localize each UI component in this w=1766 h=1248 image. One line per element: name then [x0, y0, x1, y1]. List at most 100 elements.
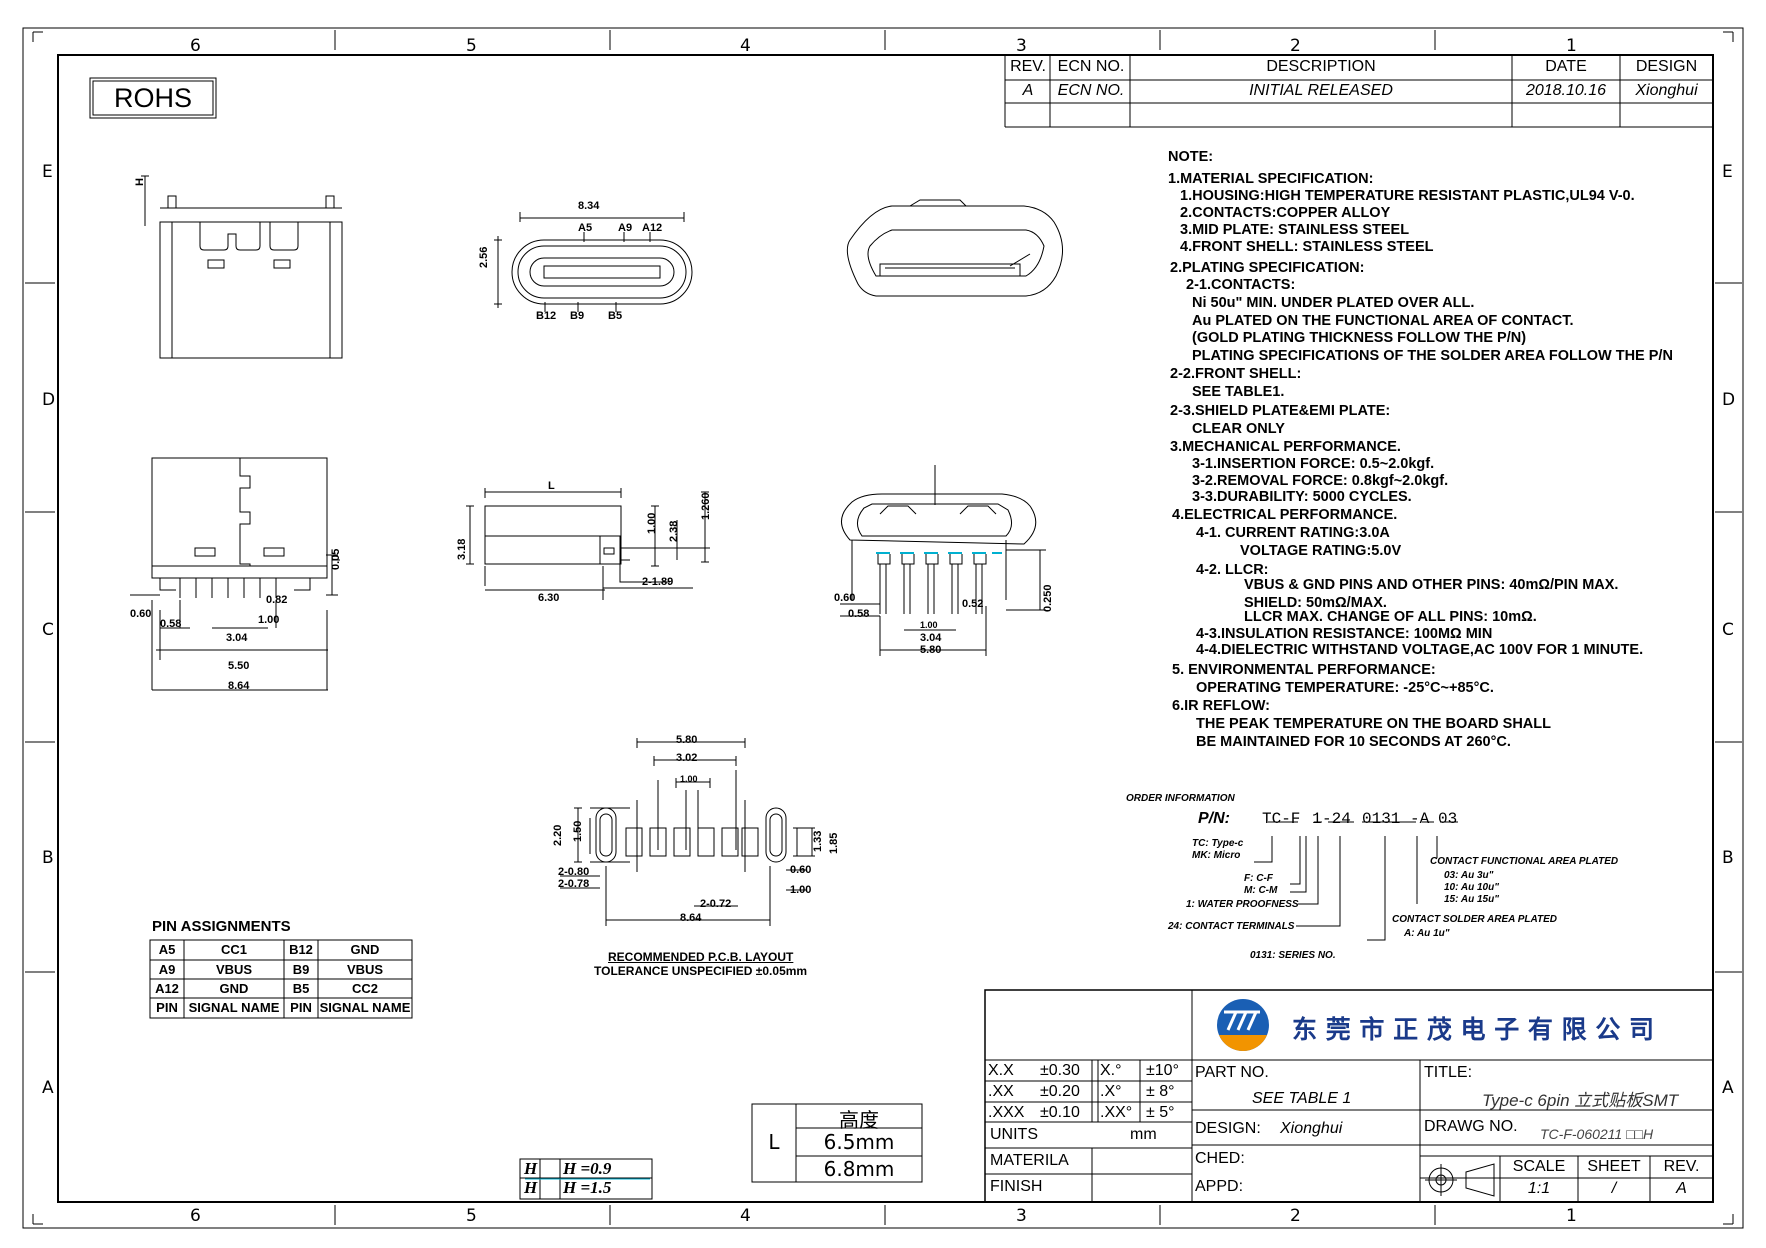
zone-label: D	[42, 390, 56, 410]
note-line: CLEAR ONLY	[1192, 421, 1285, 437]
front-elevation-view	[130, 457, 340, 691]
note-line: VOLTAGE RATING:5.0V	[1240, 543, 1402, 559]
note-line: 2-1.CONTACTS:	[1186, 277, 1296, 293]
height-table-label: L	[768, 1130, 780, 1154]
h-table-lines	[519, 1158, 653, 1200]
h-table-symbol: H	[524, 1159, 538, 1178]
pin-cell: PIN	[290, 1000, 312, 1015]
dim-label: 1.00	[680, 774, 698, 784]
dim-label: 2.20	[552, 824, 564, 846]
dim-label: 6.30	[538, 592, 560, 604]
dim-label: 3.04	[226, 632, 248, 644]
dim-label: 0.58	[160, 618, 182, 630]
pcb-caption: TOLERANCE UNSPECIFIED ±0.05mm	[594, 964, 808, 978]
rev-value: A	[1022, 82, 1034, 99]
rear-isometric-view	[840, 465, 1046, 656]
note-line: 2-3.SHIELD PLATE&EMI PLATE:	[1170, 403, 1391, 419]
height-table-lines	[751, 1103, 923, 1183]
design-label: DESIGN:	[1195, 1120, 1261, 1137]
zone-label: 2	[1290, 1206, 1301, 1226]
dim-label: 2.56	[478, 246, 490, 268]
zone-label: B	[42, 848, 54, 868]
zone-label: B	[1722, 848, 1734, 868]
ecn-value: ECN NO.	[1057, 82, 1125, 99]
scale-value: 1:1	[1527, 1180, 1551, 1197]
ched-label: CHED:	[1195, 1150, 1245, 1167]
note-line: Au PLATED ON THE FUNCTIONAL AREA OF CONT…	[1192, 313, 1574, 329]
tol-cell: .XX°	[1100, 1104, 1133, 1121]
height-table-header: 高度	[839, 1108, 879, 1132]
order-code: 24: CONTACT TERMINALS	[1168, 921, 1295, 932]
order-code: 03: Au 3u"	[1444, 870, 1494, 881]
dim-label: 2-0.78	[558, 878, 590, 890]
note-line: PLATING SPECIFICATIONS OF THE SOLDER ARE…	[1192, 348, 1673, 364]
dim-label: 8.64	[680, 912, 702, 924]
pin-cell: A5	[158, 942, 176, 957]
zone-label: 6	[190, 1206, 201, 1226]
tol-cell: ±0.10	[1040, 1104, 1080, 1121]
order-code: 0131: SERIES NO.	[1250, 950, 1336, 961]
pn-part: TC-F	[1262, 810, 1301, 828]
note-line: LLCR MAX. CHANGE OF ALL PINS: 10mΩ.	[1244, 609, 1537, 625]
pin-callout: A9	[618, 222, 633, 234]
height-table-value: 6.8mm	[823, 1157, 895, 1181]
dim-label: 0.82	[266, 594, 288, 606]
note-line: BE MAINTAINED FOR 10 SECONDS AT 260°C.	[1196, 734, 1511, 750]
rev-label: REV.	[1663, 1158, 1700, 1175]
pn-part: -24	[1322, 810, 1351, 828]
note-line: Ni 50u" MIN. UNDER PLATED OVER ALL.	[1192, 295, 1475, 311]
zone-label: C	[42, 620, 54, 640]
tol-cell: ±0.20	[1040, 1083, 1080, 1100]
tol-cell: .XXX	[988, 1104, 1025, 1121]
pn-part: 0131	[1362, 810, 1401, 828]
finish-label: FINISH	[990, 1178, 1043, 1195]
dim-label: 5.80	[920, 644, 942, 656]
note-line: 4-1. CURRENT RATING:3.0A	[1196, 525, 1390, 541]
pn-part: 1	[1312, 810, 1322, 828]
design-value: Xionghui	[1635, 82, 1698, 99]
pin-cell: B5	[292, 981, 310, 996]
zone-label: C	[1722, 620, 1734, 640]
title-value: Type-c 6pin 立式贴板SMT	[1482, 1091, 1679, 1110]
front-top-view	[141, 175, 343, 359]
dim-label: 0.52	[962, 598, 984, 610]
dim-label: 1.33	[812, 830, 824, 852]
order-code: 1: WATER PROOFNESS	[1186, 899, 1299, 910]
dim-label: 2.38	[668, 520, 680, 542]
dim-label: 1.260	[700, 492, 712, 520]
dim-label: 1.50	[572, 820, 584, 842]
note-line: 3.MECHANICAL PERFORMANCE.	[1170, 439, 1401, 455]
note-line: 2.CONTACTS:COPPER ALLOY	[1180, 205, 1391, 221]
zone-label: D	[1722, 390, 1736, 410]
side-elevation-view	[466, 488, 710, 600]
h-table-value: H =0.9	[563, 1159, 612, 1178]
dim-label: 1.00	[790, 884, 812, 896]
note-line: 6.IR REFLOW:	[1172, 698, 1271, 714]
tol-cell: X.X	[988, 1062, 1014, 1079]
sheet-label: SHEET	[1587, 1158, 1641, 1175]
dim-label: 2-0.72	[700, 898, 732, 910]
order-code: 15: Au 15u"	[1444, 894, 1499, 905]
pin-cell: GND	[219, 981, 249, 996]
pin-cell: SIGNAL NAME	[188, 1000, 280, 1015]
note-line: 4-4.DIELECTRIC WITHSTAND VOLTAGE,AC 100V…	[1196, 642, 1644, 658]
dim-label: 8.34	[578, 200, 600, 212]
pn-part: -A	[1410, 810, 1430, 828]
pin-cell: CC2	[351, 981, 378, 996]
dim-label: 0.05	[330, 548, 342, 570]
note-line: 4-3.INSULATION RESISTANCE: 100MΩ MIN	[1196, 626, 1493, 642]
note-line: 3-2.REMOVAL FORCE: 0.8kgf~2.0kgf.	[1192, 473, 1449, 489]
order-code: MK: Micro	[1192, 850, 1241, 861]
units-label: UNITS	[990, 1126, 1038, 1143]
dim-label: 5.50	[228, 660, 250, 672]
dim-label: 2-1.89	[642, 576, 674, 588]
materila-label: MATERILA	[990, 1152, 1069, 1169]
dim-label: 1.00	[258, 614, 280, 626]
h-table-value: H =1.5	[563, 1178, 612, 1197]
dim-label: H	[134, 178, 146, 186]
height-table-value: 6.5mm	[823, 1130, 895, 1154]
title-label: TITLE:	[1424, 1064, 1473, 1081]
zone-label: 4	[740, 36, 751, 56]
note-line: VBUS & GND PINS AND OTHER PINS: 40mΩ/PIN…	[1244, 577, 1619, 593]
